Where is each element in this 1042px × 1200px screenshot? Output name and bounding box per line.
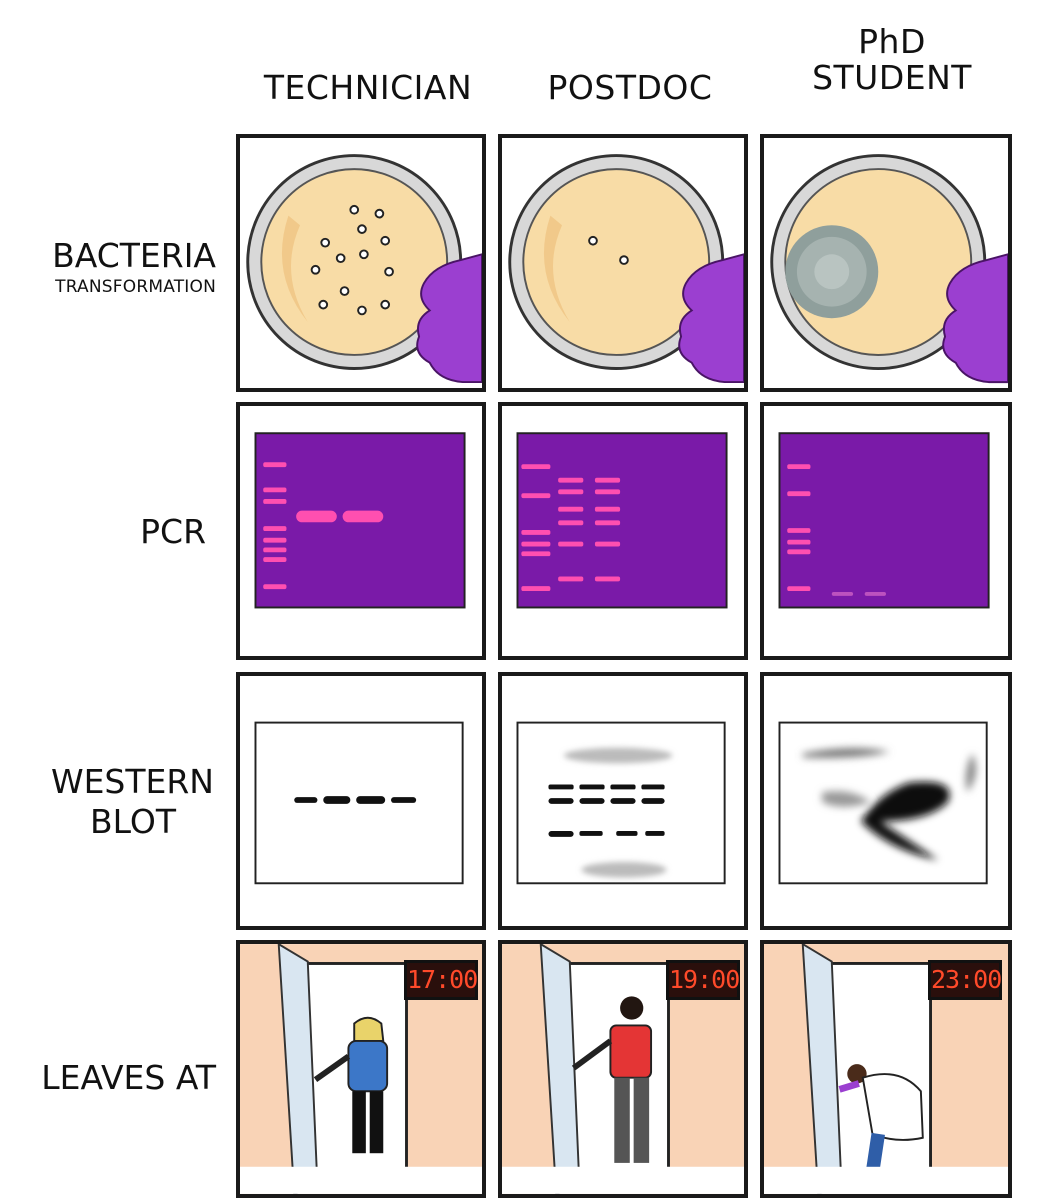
column-header-phd-student: PhD STUDENT — [762, 24, 1022, 96]
row-header-bacteria: BACTERIA TRANSFORMATION — [0, 236, 216, 298]
leaves-panel-postdoc: 19:00 — [498, 940, 748, 1198]
western-panel-technician — [236, 672, 486, 930]
pcr-panel-technician — [236, 402, 486, 660]
pcr-gel-illustration — [516, 432, 728, 609]
clock-postdoc: 19:00 — [666, 960, 740, 1000]
petri-dish-illustration — [246, 154, 482, 384]
column-header-postdoc: POSTDOC — [547, 68, 713, 107]
pcr-gel-illustration — [254, 432, 466, 609]
postdoc-figure — [571, 996, 653, 1163]
row-header-pcr: PCR — [140, 512, 206, 551]
column-header-phd: PhD — [858, 22, 926, 61]
petri-panel-postdoc — [498, 134, 748, 392]
petri-panel-technician — [236, 134, 486, 392]
row-header-western-blot: WESTERN BLOT — [0, 762, 214, 842]
western-panel-phd-student — [760, 672, 1012, 930]
row-title-bacteria: BACTERIA — [52, 236, 216, 275]
leaves-panel-technician: 17:00 — [236, 940, 486, 1198]
western-blot-illustration — [516, 721, 726, 885]
petri-dish-illustration — [508, 154, 744, 384]
clock-technician: 17:00 — [404, 960, 478, 1000]
row-title-blot: BLOT — [90, 802, 176, 841]
leaves-panel-phd-student: 23:00 — [760, 940, 1012, 1198]
western-blot-illustration — [254, 721, 464, 885]
petri-panel-phd-student — [760, 134, 1012, 392]
pcr-panel-phd-student — [760, 402, 1012, 660]
pcr-panel-postdoc — [498, 402, 748, 660]
western-panel-postdoc — [498, 672, 748, 930]
technician-figure — [313, 1016, 389, 1154]
row-title-western: WESTERN — [50, 762, 214, 801]
row-subtitle-transformation: TRANSFORMATION — [55, 277, 216, 297]
column-header-student: STUDENT — [812, 58, 972, 97]
row-header-leaves-at: LEAVES AT — [41, 1058, 216, 1097]
petri-dish-illustration — [770, 154, 1008, 384]
exit-door-illustration — [764, 944, 1008, 1194]
clock-phd-student: 23:00 — [928, 960, 1002, 1000]
column-header-technician: TECHNICIAN — [263, 68, 473, 107]
western-blot-illustration — [778, 721, 988, 885]
pcr-gel-illustration — [778, 432, 990, 609]
